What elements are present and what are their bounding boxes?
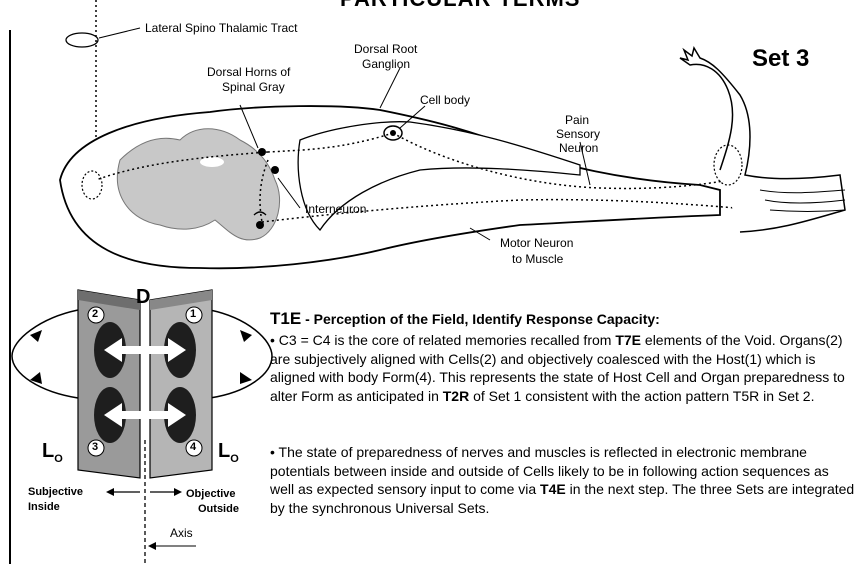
- t1e-heading-text: - Perception of the Field, Identify Resp…: [301, 311, 660, 327]
- number-3: 3: [92, 441, 98, 453]
- number-2: 2: [92, 308, 98, 320]
- tract-oval: [66, 33, 98, 47]
- axis-label: Axis: [170, 526, 193, 540]
- pain-label-2: Sensory: [556, 127, 600, 141]
- pain-label-1: Pain: [565, 113, 589, 127]
- dorsal-horns-label-1: Dorsal Horns of: [207, 65, 290, 79]
- dorsal-root-label-2: Ganglion: [362, 57, 410, 71]
- t7e-ref: T7E: [615, 332, 641, 348]
- t1e-heading: T1E - Perception of the Field, Identify …: [270, 309, 660, 329]
- inside-label: Inside: [28, 501, 60, 514]
- synapse-2: [271, 166, 279, 174]
- letter-d: D: [136, 286, 150, 309]
- t2r-ref: T2R: [443, 388, 469, 404]
- dorsal-horns-label-2: Spinal Gray: [222, 80, 285, 94]
- subjective-label: Subjective: [28, 486, 83, 499]
- synapse-3: [256, 221, 264, 229]
- cell-body-label: Cell body: [420, 93, 470, 107]
- number-4: 4: [190, 441, 196, 453]
- t1e-code: T1E: [270, 309, 301, 328]
- interneuron-label: Interneuron: [305, 202, 366, 216]
- pain-label-3: Neuron: [559, 141, 598, 155]
- t4e-ref: T4E: [540, 481, 566, 497]
- right-panel: [150, 290, 212, 478]
- objective-label: Objective: [186, 488, 236, 501]
- tract-leader: [99, 28, 140, 38]
- synapse-1: [258, 148, 266, 156]
- t1e-paragraph-2: • The state of preparedness of nerves an…: [270, 443, 855, 517]
- central-canal: [200, 157, 224, 167]
- left-panel: [78, 290, 140, 478]
- right-l-label: LO: [218, 440, 239, 465]
- motor-neuron-label-1: Motor Neuron: [500, 236, 573, 250]
- motor-neuron-label-2: to Muscle: [512, 252, 563, 266]
- t1e-paragraph-1: • C3 = C4 is the core of related memorie…: [270, 331, 855, 405]
- number-1: 1: [190, 308, 196, 320]
- left-l-label: LO: [42, 440, 63, 465]
- lateral-tract-label: Lateral Spino Thalamic Tract: [145, 21, 298, 35]
- dorsal-root-label-1: Dorsal Root: [354, 42, 417, 56]
- outside-label: Outside: [198, 503, 239, 516]
